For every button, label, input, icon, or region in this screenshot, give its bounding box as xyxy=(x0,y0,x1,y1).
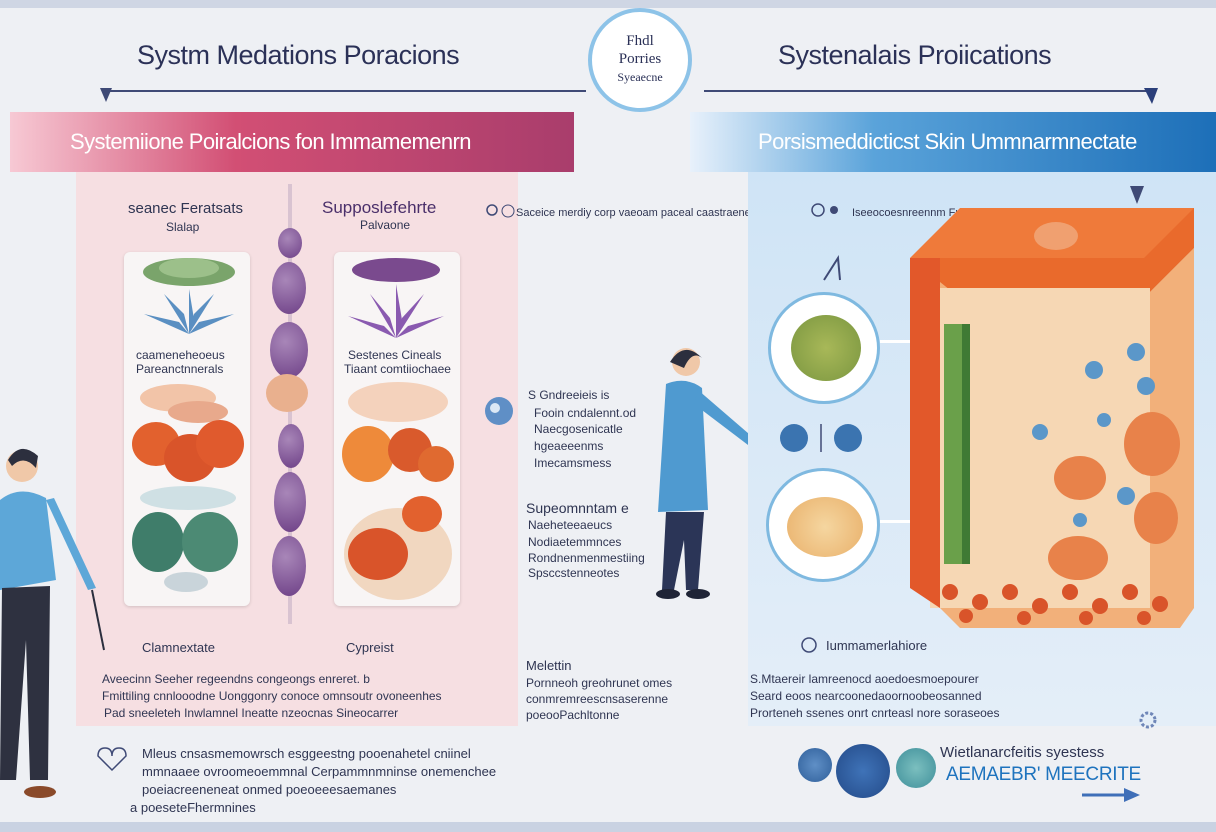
bottom-border xyxy=(0,822,1216,832)
left-title-arrow-line xyxy=(104,90,586,92)
right-label: Iummamerlahiore xyxy=(826,638,928,653)
right-arrow-icon xyxy=(1144,88,1158,104)
leaf-cluster-illustration xyxy=(143,258,235,334)
left-note-line-2: Fmittiling cnnlooodne Uonggonry conoce o… xyxy=(102,689,442,703)
cell-sphere xyxy=(836,744,890,798)
right-title: Systenalais Proiications xyxy=(778,40,1052,70)
col1-subheading: Slalap xyxy=(166,220,200,234)
right-note-line-2: Seard eoos nearcoonedaoornoobeosanned xyxy=(750,689,982,703)
block1-line-4: hgeaeeenms xyxy=(534,439,604,453)
bottom-right-line-1: Wietlanarcfeitis syestess xyxy=(940,744,1105,761)
globe-pair-icon xyxy=(780,424,862,452)
col1-heading: seanec Feratsats xyxy=(128,200,244,217)
bottom-left-line-3: poeiacreeneneat onmed poeoeeesaemanes xyxy=(142,782,397,797)
skin-samples-illustration xyxy=(342,382,454,600)
person-pointing-illustration xyxy=(0,448,105,798)
up-arrow-icon xyxy=(823,254,841,281)
block1-line-1: S Gndreeieis is xyxy=(528,388,610,402)
cell-illustration xyxy=(791,315,861,381)
col2-mid-line-2: Tiaant comtiiochaee xyxy=(344,362,451,376)
left-arrow-icon xyxy=(100,88,112,102)
block2-line-2: Nodiaetemmnces xyxy=(528,535,622,549)
gear-icon xyxy=(1139,711,1157,729)
block1-line-5: Imecamsmess xyxy=(534,456,612,470)
heart-doodle-icon xyxy=(97,747,127,772)
block2-line-3: Rondnenmenmestiing xyxy=(528,551,645,565)
block3-line-2: conmremreescnsaserenne xyxy=(526,692,669,706)
purple-flower-illustration xyxy=(348,258,444,338)
down-arrow-icon xyxy=(1130,186,1144,204)
bottom-left-line-4: a poeseteFhermnines xyxy=(130,800,256,815)
center-badge: Fhdl Porries Syeaecne xyxy=(588,8,692,112)
col2-footer: Cypreist xyxy=(346,640,394,655)
right-banner-text: Porsismeddicticst Skin Ummnarmnectate xyxy=(758,129,1137,154)
cell-zoom-circle-bottom xyxy=(766,468,880,582)
bottom-left-line-1: Mleus cnsasmemowrsch esggeestng pooenahe… xyxy=(142,746,471,761)
right-note-line-3: Prorteneh ssenes onrt cnrteasl nore sora… xyxy=(750,706,1000,720)
magnifier-icon xyxy=(486,204,515,218)
right-banner: Porsismeddicticst Skin Ummnarmnectate xyxy=(690,112,1216,172)
col2-heading: Supposlefehrte xyxy=(322,198,437,217)
block1-line-2: Fooin cndalennt.od xyxy=(534,406,637,420)
col2-subheading: Palvaone xyxy=(360,218,411,232)
chain-bead xyxy=(278,228,302,258)
badge-line-3: Syeaecne xyxy=(617,70,663,84)
cell-sphere xyxy=(798,748,832,782)
chain-bead xyxy=(274,472,306,532)
right-title-arrow-line xyxy=(704,90,1152,92)
col1-footer: Clamnextate xyxy=(142,640,215,655)
left-note-line-3: Pad sneeleteh Inwlamnel Ineatte nzeocnas… xyxy=(104,706,399,720)
block2-line-4: Spsccstenneotes xyxy=(528,566,620,580)
col1-mid-line-2: Pareanctnnerals xyxy=(136,362,224,376)
connector-line xyxy=(880,520,938,523)
cell-zoom-circle-top xyxy=(768,292,880,404)
col2-mid-line-1: Sestenes Cineals xyxy=(348,348,442,362)
block2-line-1: Naeheteeaeucs xyxy=(528,518,613,532)
block3-title: Melettin xyxy=(526,658,572,673)
cell-sphere xyxy=(896,748,936,788)
chain-tissue-node xyxy=(266,374,308,412)
chain-bead xyxy=(270,322,308,378)
chain-bead xyxy=(272,536,306,596)
badge-line-2: Porries xyxy=(618,51,662,67)
connector-line xyxy=(880,340,938,343)
left-note-line-1: Aveecinn Seeher regeendns congeongs enre… xyxy=(102,672,370,686)
top-border xyxy=(0,0,1216,8)
col1-mid-line-1: caameneheoeus xyxy=(136,348,225,362)
right-arrow-bottom-icon xyxy=(1082,788,1140,802)
chain-bead xyxy=(278,424,304,468)
center-top-note: Saceice merdiy corp vaeoam paceal caastr… xyxy=(516,207,779,219)
left-title: Systm Medations Poracions xyxy=(137,40,460,70)
left-banner: Systemiione Poiralcions fon Immamemenrn xyxy=(10,112,574,172)
chain-bead xyxy=(272,262,306,314)
molecule-icon xyxy=(811,203,838,217)
molecule-small-icon xyxy=(801,637,817,653)
bottom-right-line-2: AEMAEBR' MEECRITE xyxy=(946,764,1141,785)
block1-line-3: Naecgosenicatle xyxy=(534,422,623,436)
skin-layers-illustration xyxy=(910,208,1194,628)
globe-icon xyxy=(485,397,513,425)
block3-line-3: poeooPachltonne xyxy=(526,708,620,722)
tissue-samples-illustration xyxy=(132,384,244,592)
person-presenting-illustration xyxy=(656,348,756,599)
cell-illustration xyxy=(787,497,863,557)
right-note-line-1: S.Mtaereir lamreenocd aoedoesmoepourer xyxy=(750,672,979,686)
left-banner-text: Systemiione Poiralcions fon Immamemenrn xyxy=(70,129,471,154)
bottom-left-line-2: mmnaaee ovroomeoemmnal Cerpammnmninse on… xyxy=(142,764,497,779)
block2-title: Supeomnntam e xyxy=(526,500,629,516)
block3-line-1: Pornneoh greohrunet omes xyxy=(526,676,673,690)
badge-line-1: Fhdl xyxy=(626,33,654,49)
